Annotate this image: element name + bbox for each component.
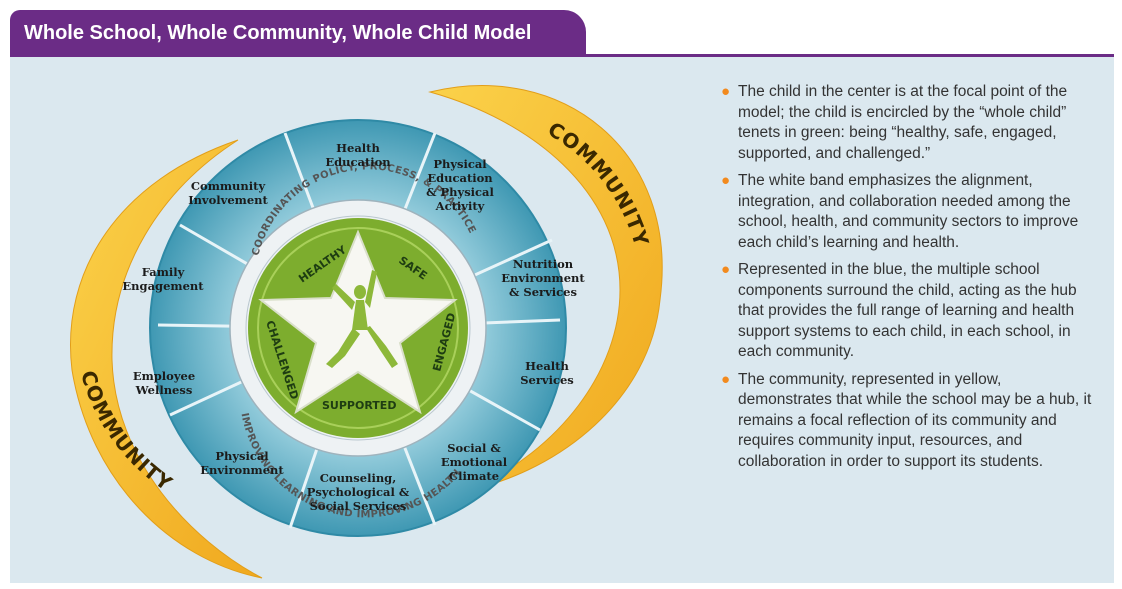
component-label-line: Education xyxy=(427,171,493,185)
component-label-line: Education xyxy=(325,155,391,169)
component-label-line: Physical xyxy=(215,449,269,463)
component-label-line: Environment xyxy=(501,271,585,285)
community-swoosh-left xyxy=(70,139,263,579)
component-label-counseling: Counseling,Psychological &Social Service… xyxy=(307,471,410,513)
component-label-line: Family xyxy=(142,265,185,279)
component-label-line: Community xyxy=(191,179,266,193)
component-label-line: Emotional xyxy=(441,455,508,469)
component-label-line: & Physical xyxy=(426,185,494,199)
page-title: Whole School, Whole Community, Whole Chi… xyxy=(24,22,532,44)
component-label-line: Social & xyxy=(447,441,501,455)
bullet-item: ●The white band emphasizes the alignment… xyxy=(721,172,1079,251)
component-label-line: Wellness xyxy=(135,383,193,397)
component-label-line: Physical xyxy=(433,157,487,171)
component-label-line: Environment xyxy=(200,463,284,477)
component-label-line: Activity xyxy=(435,199,485,213)
child-figure xyxy=(326,270,398,368)
component-label-line: Psychological & xyxy=(307,485,410,499)
component-label-line: Social Services xyxy=(310,499,407,513)
component-label-line: Services xyxy=(520,373,574,387)
bullet-dot-icon: ● xyxy=(721,83,731,100)
component-label-line: Employee xyxy=(133,369,195,383)
bullet-dot-icon: ● xyxy=(721,261,731,278)
component-label-line: Involvement xyxy=(188,193,268,207)
title-divider xyxy=(10,54,1114,57)
bullet-item: ●The community, represented in yellow, d… xyxy=(721,370,1092,470)
component-label-line: Health xyxy=(525,359,569,373)
component-label-line: Health xyxy=(336,141,380,155)
bullet-dot-icon: ● xyxy=(721,172,731,189)
bullet-item: ●Represented in the blue, the multiple s… xyxy=(721,261,1077,360)
description-list: ●The child in the center is at the focal… xyxy=(721,82,1093,479)
component-label-line: Counseling, xyxy=(320,471,396,485)
bullet-item: ●The child in the center is at the focal… xyxy=(721,83,1068,162)
component-label-line: Engagement xyxy=(122,279,204,293)
component-label-line: Nutrition xyxy=(513,257,574,271)
bullet-dot-icon: ● xyxy=(721,370,731,388)
component-label-line: Climate xyxy=(449,469,499,483)
tenet-supported: SUPPORTED xyxy=(322,399,396,412)
title-banner: Whole School, Whole Community, Whole Chi… xyxy=(10,10,586,56)
component-label-line: & Services xyxy=(509,285,577,299)
